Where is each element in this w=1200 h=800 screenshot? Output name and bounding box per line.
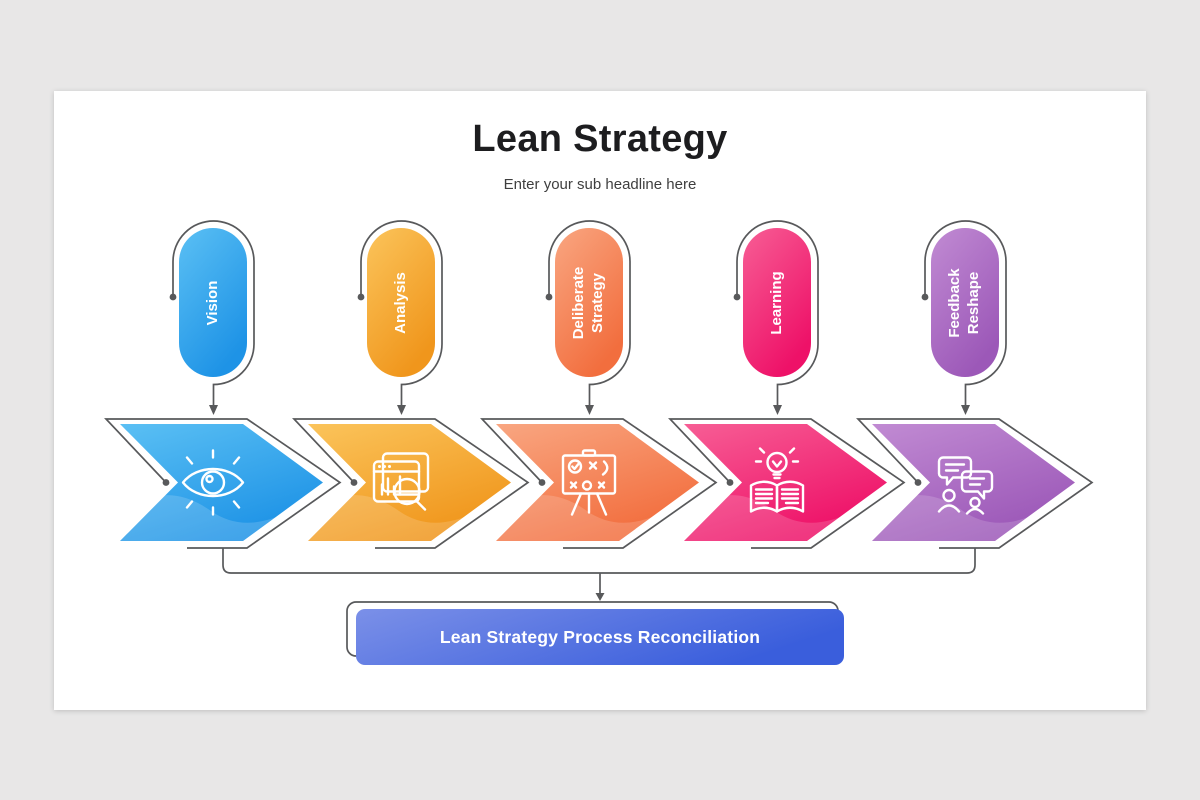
footer-arrowhead (595, 593, 605, 601)
chevron-outline-5 (856, 418, 1094, 549)
notch-dot (350, 479, 358, 486)
notch-dot (162, 479, 170, 486)
pill-outline-1 (172, 220, 255, 406)
arrowhead-down (585, 405, 594, 415)
pill-feedback-reshape (931, 228, 999, 377)
analysis-window-icon (372, 452, 430, 511)
notch-dot (538, 479, 546, 486)
notch-dot (726, 479, 734, 486)
chevron-outline-2 (292, 418, 530, 549)
chevron-feedback-reshape (872, 424, 1075, 541)
book-lightbulb-icon (749, 447, 805, 513)
start-dot (733, 293, 741, 301)
feedback-chat-icon (937, 456, 994, 515)
start-dot (921, 293, 929, 301)
chevron-outline-1 (104, 418, 342, 549)
strategy-board-icon (561, 449, 617, 516)
bottom-connector-line (222, 548, 976, 574)
pill-outline-3 (548, 220, 631, 406)
connector-marks (162, 293, 970, 601)
slide-subtitle: Enter your sub headline here (503, 176, 697, 193)
chevron-vision (120, 424, 323, 541)
start-dot (357, 293, 365, 301)
arrowhead-down (209, 405, 218, 415)
footer-bar-label: Lean Strategy Process Reconciliation (439, 626, 761, 647)
slide-title: Lean Strategy (472, 118, 728, 160)
step-vision (120, 228, 323, 541)
pill-learning (743, 228, 811, 377)
footer-bar (356, 609, 844, 665)
eye-icon (181, 449, 245, 516)
pill-analysis (367, 228, 435, 377)
pill-outline-4 (736, 220, 819, 406)
connector-lines (104, 220, 1094, 594)
chevron-analysis (308, 424, 511, 541)
arrowhead-down (773, 405, 782, 415)
chevron-deliberate-strategy (496, 424, 699, 541)
pill-vision (179, 228, 247, 377)
notch-dot (914, 479, 922, 486)
step-learning (684, 228, 887, 541)
pill-outline-5 (924, 220, 1007, 406)
arrowhead-down (961, 405, 970, 415)
start-dot (545, 293, 553, 301)
chevron-outline-4 (668, 418, 906, 549)
chevron-outline-3 (480, 418, 718, 549)
pill-outline-2 (360, 220, 443, 406)
start-dot (169, 293, 177, 301)
pill-deliberate-strategy (555, 228, 623, 377)
arrowhead-down (397, 405, 406, 415)
